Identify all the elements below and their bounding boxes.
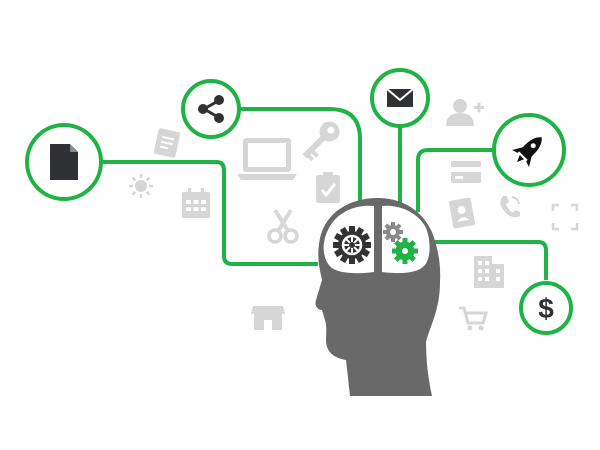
connectors bbox=[102, 107, 548, 280]
mail-icon bbox=[386, 88, 414, 107]
phone-icon bbox=[500, 196, 520, 218]
dollar-icon: $ bbox=[538, 293, 554, 324]
connector-rocket bbox=[416, 148, 496, 212]
connector-dollar bbox=[430, 240, 548, 280]
connector-share bbox=[240, 107, 362, 212]
gear-icon bbox=[333, 226, 371, 264]
add-user-icon bbox=[446, 99, 484, 126]
gear-icon bbox=[383, 222, 403, 242]
address-book-icon bbox=[449, 197, 475, 229]
shopping-cart-icon bbox=[459, 306, 489, 331]
background-icons bbox=[129, 99, 579, 331]
scissors-icon bbox=[267, 208, 299, 244]
key-icon bbox=[302, 121, 340, 162]
calendar-icon bbox=[182, 188, 210, 218]
focus-frame-icon bbox=[551, 203, 579, 231]
mail-node[interactable] bbox=[370, 68, 430, 128]
clipboard-check-icon bbox=[316, 172, 340, 203]
rocket-node[interactable] bbox=[492, 113, 566, 187]
document-icon bbox=[50, 144, 78, 180]
laptop-icon bbox=[237, 138, 297, 180]
gear-icon bbox=[392, 238, 418, 264]
brain bbox=[323, 205, 430, 274]
share-node[interactable] bbox=[181, 79, 241, 139]
credit-card-icon bbox=[451, 161, 481, 183]
note-icon bbox=[153, 128, 181, 158]
connector-document bbox=[102, 160, 318, 266]
document-node[interactable] bbox=[25, 123, 103, 201]
share-icon bbox=[198, 95, 224, 123]
sun-icon bbox=[129, 174, 153, 198]
dollar-node[interactable]: $ bbox=[519, 281, 573, 335]
storefront-icon bbox=[251, 306, 285, 330]
building-icon bbox=[474, 256, 504, 288]
